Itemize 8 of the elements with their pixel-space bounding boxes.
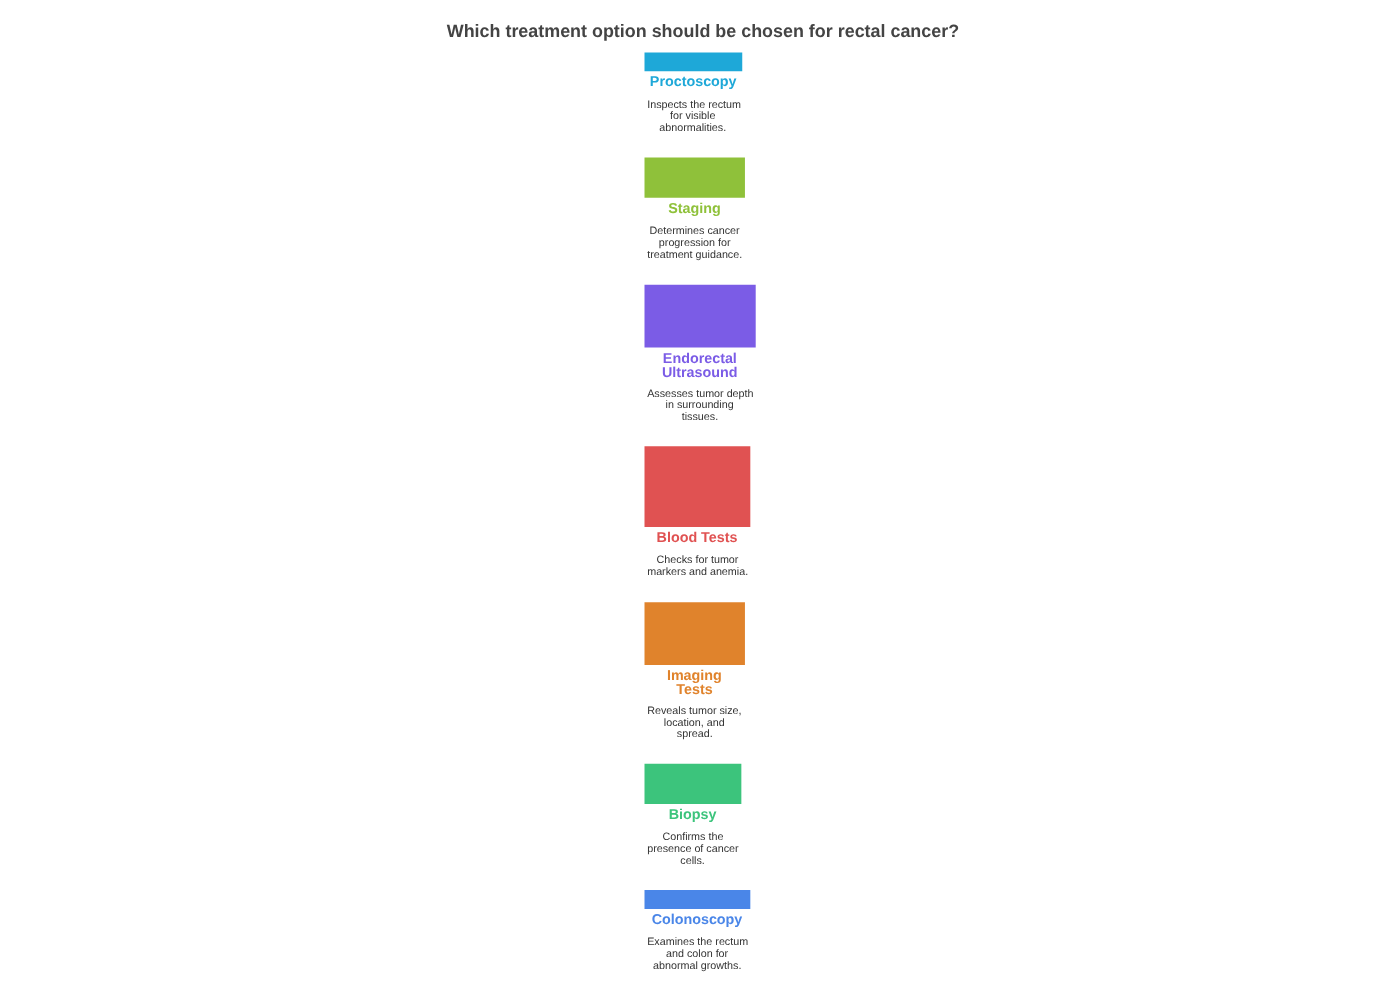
- node-box: [643, 446, 750, 527]
- node-box: [643, 52, 742, 72]
- node-box: [643, 890, 750, 909]
- diagram-title: Which treatment option should be chosen for rectal cancer?: [445, 21, 959, 42]
- node-box: [643, 763, 741, 804]
- node-box: [643, 157, 744, 198]
- node-box: [643, 602, 744, 665]
- node-box: [643, 284, 755, 348]
